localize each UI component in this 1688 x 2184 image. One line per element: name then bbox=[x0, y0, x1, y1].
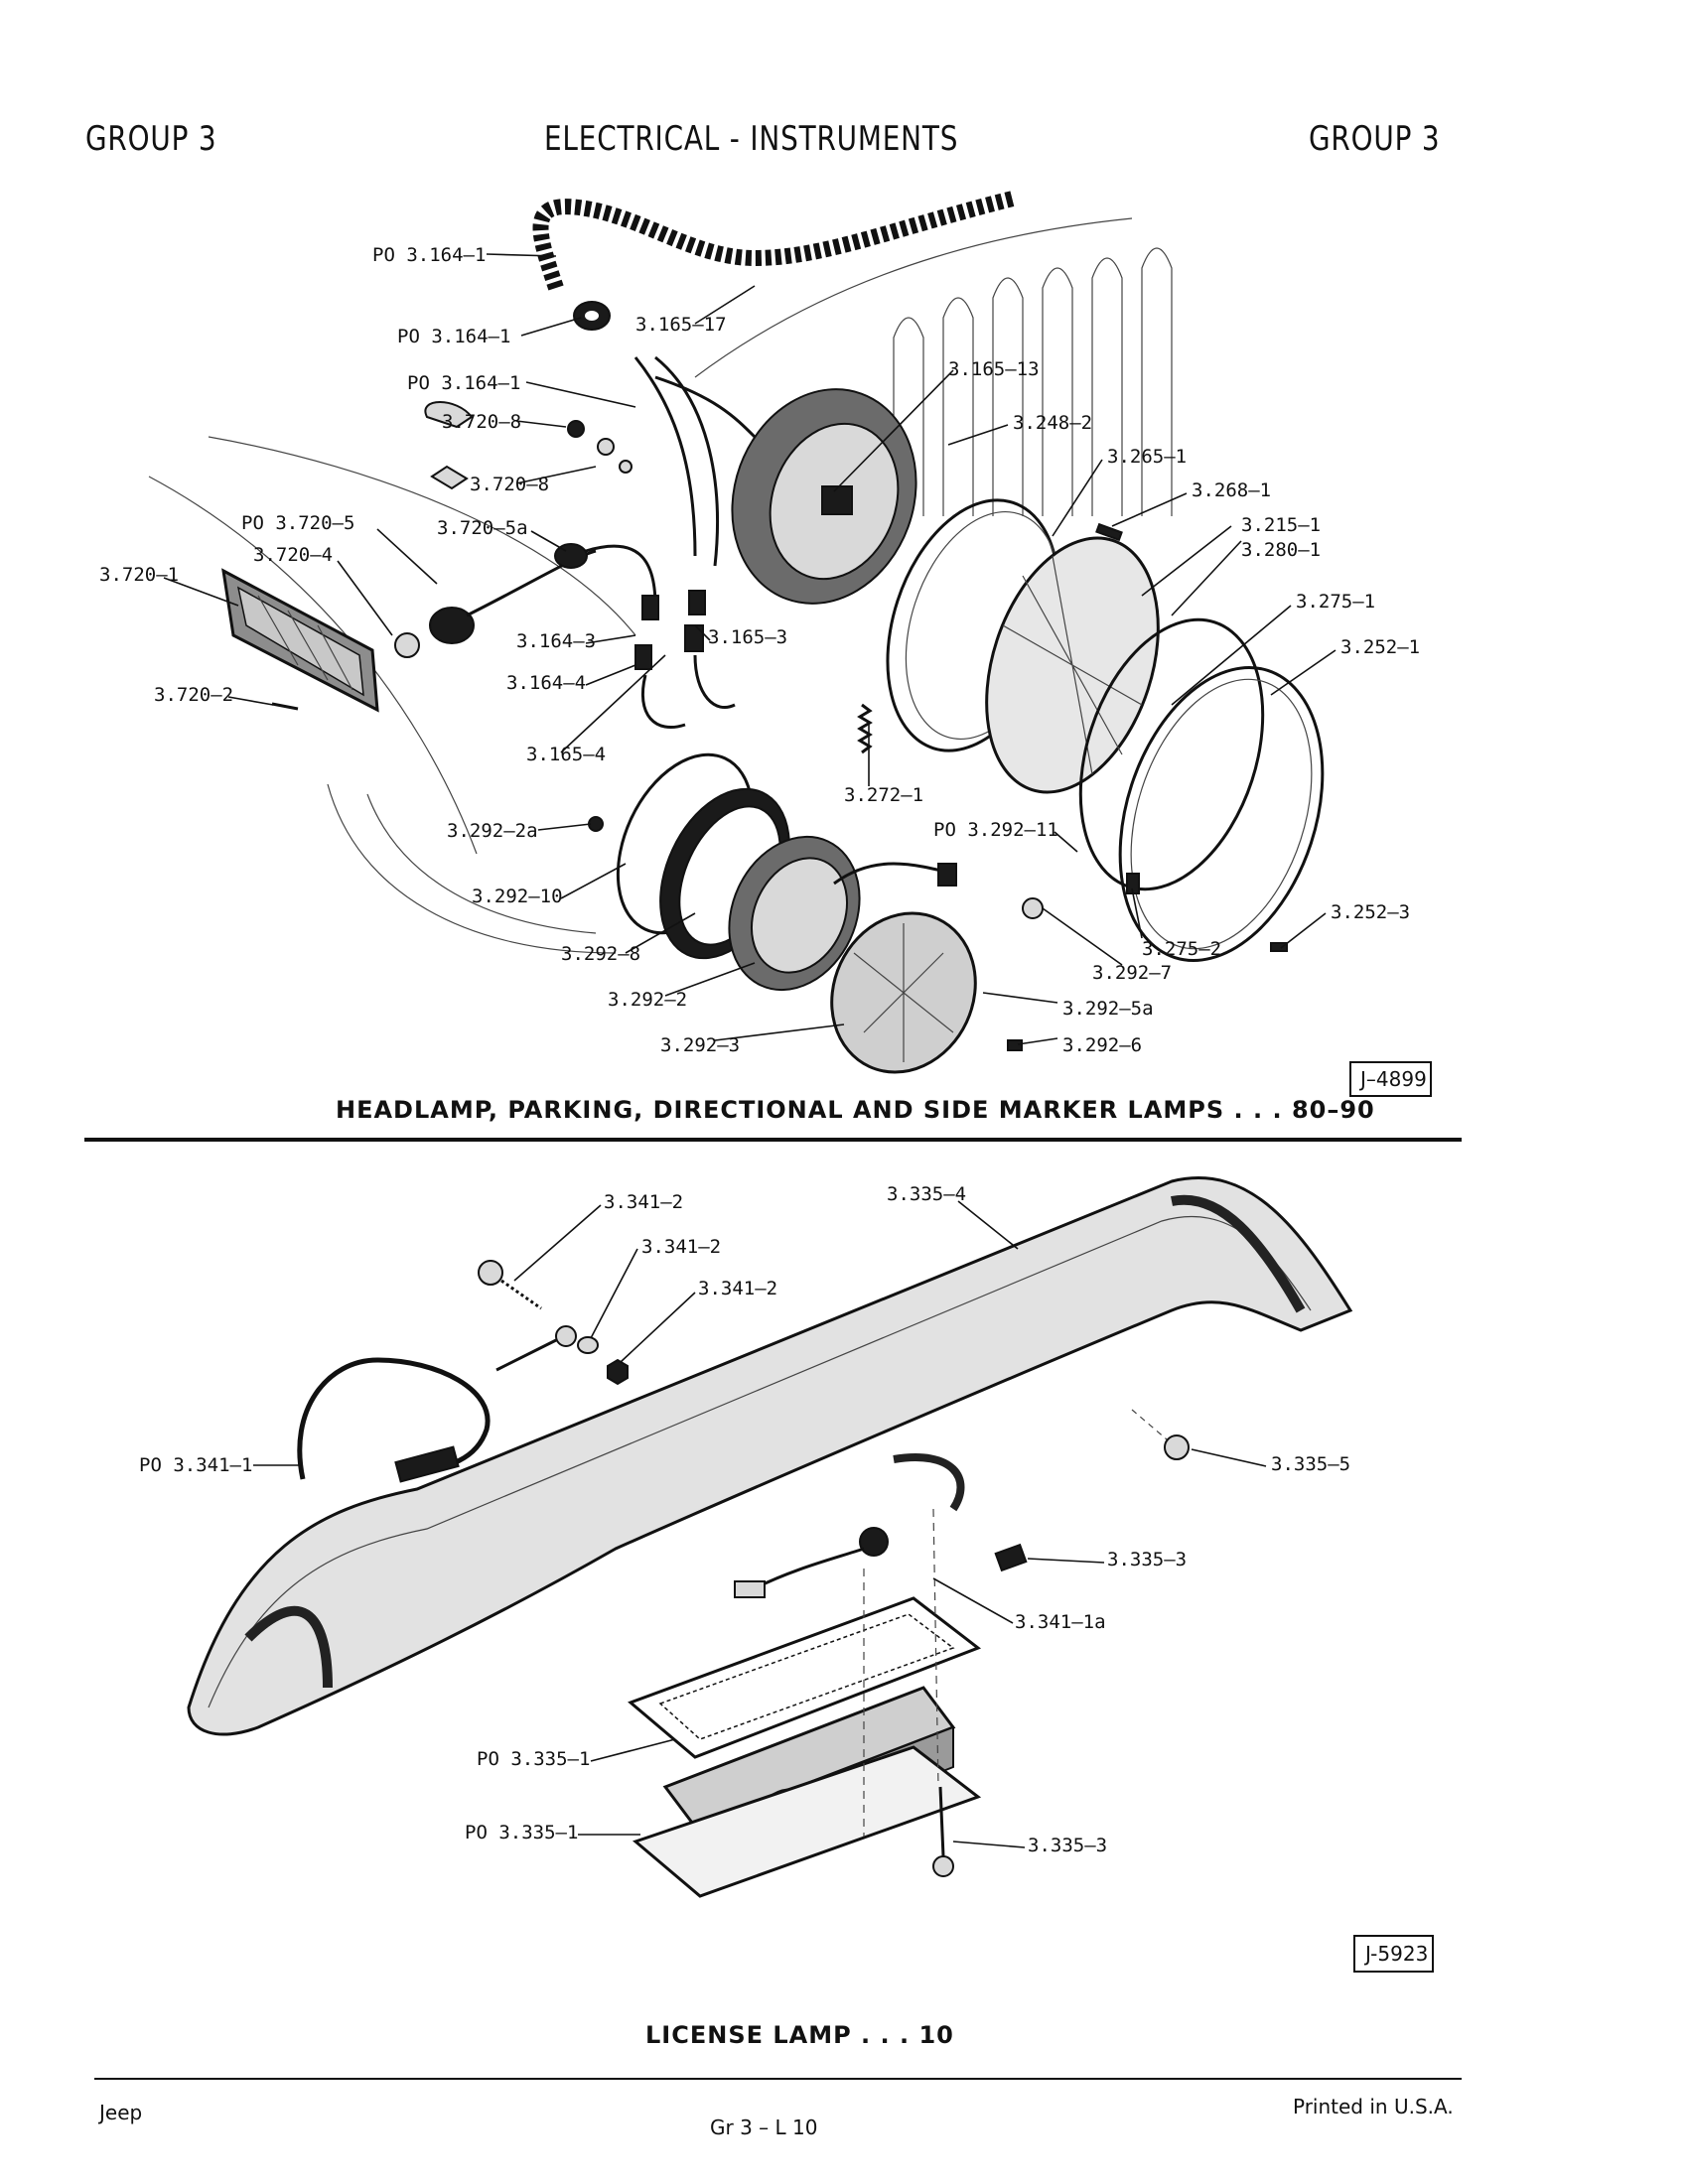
callout: 3.335–4 bbox=[887, 1183, 966, 1205]
callout: 3.292–7 bbox=[1092, 962, 1172, 984]
callout: 3.272–1 bbox=[844, 784, 923, 806]
lens-plate bbox=[633, 1745, 982, 1898]
figure-ref: J-5923 bbox=[1363, 1942, 1428, 1966]
headlamp-illustration bbox=[148, 191, 1325, 1074]
lock-washer bbox=[577, 1336, 599, 1354]
grille-slots bbox=[893, 247, 1173, 516]
bulb bbox=[394, 632, 420, 658]
callout: PO 3.341–1 bbox=[139, 1454, 252, 1476]
callout: 3.341–2 bbox=[641, 1236, 721, 1258]
callout: 3.341–1a bbox=[1015, 1611, 1106, 1633]
section-title: ELECTRICAL - INSTRUMENTS bbox=[544, 119, 959, 159]
figure-ref-box bbox=[1353, 1935, 1434, 1973]
callout: 3.292–2 bbox=[608, 989, 687, 1011]
headlamp-bezel bbox=[1118, 665, 1325, 963]
callout: 3.335–3 bbox=[1107, 1549, 1187, 1570]
callout: PO 3.164–1 bbox=[407, 372, 520, 394]
callout: 3.720–5a bbox=[437, 517, 528, 539]
footer-brand: Jeep bbox=[97, 2101, 142, 2124]
callout: PO 3.292–11 bbox=[933, 819, 1058, 841]
callout: 3.720–1 bbox=[99, 564, 179, 586]
group-label-right: GROUP 3 bbox=[1309, 119, 1441, 159]
leader-lines-fig2 bbox=[253, 1200, 1267, 1848]
callout: 3.335–5 bbox=[1271, 1453, 1350, 1475]
callouts-fig2: 3.341–2 3.335–4 3.341–2 3.341–2 PO 3.341… bbox=[139, 1183, 1350, 1856]
callout: 3.292–3 bbox=[660, 1034, 740, 1056]
figure-caption: HEADLAMP, PARKING, DIRECTIONAL AND SIDE … bbox=[336, 1096, 1375, 1124]
license-lamp-illustration bbox=[187, 1176, 1353, 1898]
footer-page: Gr 3 – L 10 bbox=[710, 2116, 817, 2139]
star-washer bbox=[1164, 1434, 1190, 1460]
wiring-harness bbox=[532, 191, 1015, 291]
callout: 3.275–2 bbox=[1142, 938, 1221, 960]
callout: 3.720–2 bbox=[154, 684, 233, 706]
callout: 3.265–1 bbox=[1107, 446, 1187, 468]
spring bbox=[857, 703, 873, 754]
group-label-left: GROUP 3 bbox=[85, 119, 217, 159]
socket bbox=[429, 607, 475, 644]
callout: 3.248–2 bbox=[1013, 412, 1092, 434]
callout: 3.292–6 bbox=[1062, 1034, 1142, 1056]
leader-lines-fig1 bbox=[163, 253, 1336, 1045]
callout: 3.292–10 bbox=[472, 886, 563, 907]
callout: 3.215–1 bbox=[1241, 514, 1321, 536]
clip bbox=[994, 1543, 1028, 1572]
callout: 3.275–1 bbox=[1296, 591, 1375, 613]
callout: 3.165–17 bbox=[635, 314, 727, 336]
callout: 3.252–1 bbox=[1340, 636, 1420, 658]
callout: PO 3.720–5 bbox=[241, 512, 354, 534]
hex-nut bbox=[607, 1358, 629, 1386]
callout: PO 3.335–1 bbox=[465, 1822, 578, 1843]
lamp-wire bbox=[297, 1357, 491, 1480]
side-marker-lamp bbox=[221, 568, 379, 713]
figure-ref: J–4899 bbox=[1358, 1067, 1427, 1091]
callout: PO 3.164–1 bbox=[372, 244, 486, 266]
figure-ref-box bbox=[1349, 1061, 1432, 1097]
callout: 3.292–2a bbox=[447, 820, 538, 842]
callout: 3.165–4 bbox=[526, 744, 606, 765]
callout: 3.165–13 bbox=[948, 358, 1040, 380]
callout: PO 3.164–1 bbox=[397, 326, 510, 347]
headlamp-housing bbox=[731, 388, 917, 605]
callout: 3.268–1 bbox=[1192, 479, 1271, 501]
callout: 3.720–8 bbox=[470, 474, 549, 495]
callout: 3.252–3 bbox=[1331, 901, 1410, 923]
callout: PO 3.335–1 bbox=[477, 1748, 590, 1770]
callouts-fig1: PO 3.164–1 PO 3.164–1 3.165–17 PO 3.164–… bbox=[99, 244, 1420, 1056]
callout: 3.164–4 bbox=[506, 672, 586, 694]
callout: 3.165–3 bbox=[708, 626, 787, 648]
footer-printed: Printed in U.S.A. bbox=[1293, 2095, 1454, 2118]
callout: 3.720–8 bbox=[442, 411, 521, 433]
callout: 3.164–3 bbox=[516, 630, 596, 652]
figure-caption: LICENSE LAMP . . . 10 bbox=[645, 2021, 954, 2049]
callout: 3.341–2 bbox=[604, 1191, 683, 1213]
license-bracket bbox=[187, 1176, 1353, 1736]
callout: 3.335–3 bbox=[1028, 1835, 1107, 1856]
callout: 3.720–4 bbox=[253, 544, 333, 566]
screw-head bbox=[478, 1260, 503, 1286]
callout: 3.280–1 bbox=[1241, 539, 1321, 561]
callout: 3.292–8 bbox=[561, 943, 640, 965]
callout: 3.341–2 bbox=[698, 1278, 777, 1299]
callout: 3.292–5a bbox=[1062, 998, 1154, 1020]
